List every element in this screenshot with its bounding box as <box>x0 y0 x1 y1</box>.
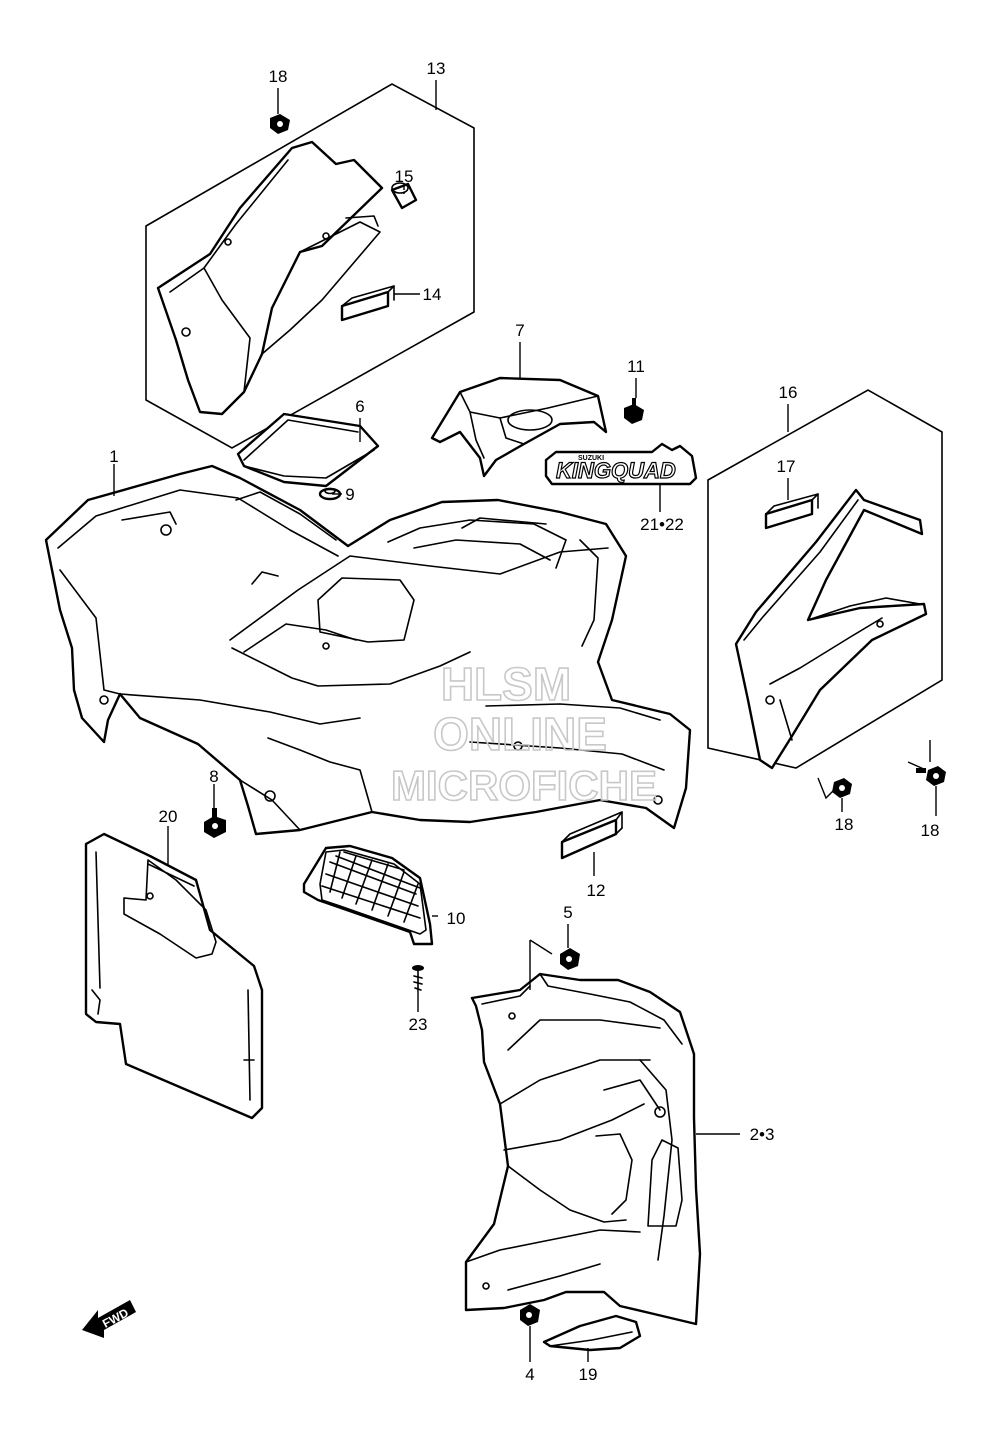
label-9: 9 <box>345 485 354 504</box>
part-19-flap <box>542 1314 642 1352</box>
label-20: 20 <box>159 807 178 826</box>
part-21-22-decal: KINGQUAD SUZUKI <box>544 442 698 486</box>
part-5-clip <box>560 948 580 970</box>
label-18-right-a: 18 <box>835 815 854 834</box>
part-23-screw <box>412 965 424 991</box>
label-7: 7 <box>515 321 524 340</box>
fwd-arrow-icon: FWD <box>82 1300 136 1338</box>
label-21-22: 21•22 <box>640 515 684 534</box>
part-17-foam-block <box>764 493 819 530</box>
part-10-mesh-grille <box>302 844 434 946</box>
part-18-top-bolt <box>270 114 290 134</box>
part-11-bolt <box>624 398 644 424</box>
part-7-headlight-cover <box>430 376 608 478</box>
part-1-front-fender <box>44 464 692 836</box>
part-2-3-mud-guard <box>464 972 702 1326</box>
part-18-right-bolt-b <box>916 766 946 786</box>
watermark-line-1: HLSM <box>441 658 571 710</box>
label-19: 19 <box>579 1365 598 1384</box>
label-4: 4 <box>525 1365 534 1384</box>
watermark-line-3: MICROFICHE <box>391 762 657 809</box>
label-1: 1 <box>109 447 118 466</box>
label-5: 5 <box>563 903 572 922</box>
label-12: 12 <box>587 881 606 900</box>
mesh-pattern <box>321 851 421 923</box>
part-9-grommet <box>318 487 342 501</box>
label-18-top: 18 <box>269 67 288 86</box>
label-17: 17 <box>777 457 796 476</box>
label-15: 15 <box>395 167 414 186</box>
label-13: 13 <box>427 59 446 78</box>
label-8: 8 <box>209 767 218 786</box>
label-2-3: 2•3 <box>750 1125 775 1144</box>
part-18-right-bolt-a <box>832 778 852 798</box>
decal-model-text: KINGQUAD <box>556 458 676 483</box>
decal-brand-text: SUZUKI <box>578 455 604 462</box>
part-6-storage-lid <box>236 412 380 488</box>
watermark-line-2: ONLINE <box>433 708 607 760</box>
label-23: 23 <box>409 1015 428 1034</box>
part-13-left-inner-panel <box>156 140 384 416</box>
watermark: HLSM ONLINE MICROFICHE <box>390 657 658 810</box>
group-16-frame <box>707 389 943 769</box>
part-4-clip <box>520 1304 540 1326</box>
part-15-bushing <box>390 182 418 210</box>
label-6: 6 <box>355 397 364 416</box>
part-16-right-inner-panel <box>734 488 928 770</box>
label-16: 16 <box>779 383 798 402</box>
part-labels: 18 13 15 14 7 11 6 1 9 21•22 16 17 8 18 … <box>109 59 939 1384</box>
label-14: 14 <box>423 285 442 304</box>
label-18-right-b: 18 <box>921 821 940 840</box>
part-8-bolt <box>204 808 226 838</box>
part-14-foam-block <box>340 285 395 322</box>
leader-lines <box>113 80 937 1362</box>
label-11: 11 <box>627 357 645 376</box>
part-20-guard-panel <box>84 832 264 1120</box>
part-12-foam-block <box>560 811 623 860</box>
group-13-frame <box>145 83 475 449</box>
label-10: 10 <box>447 909 466 928</box>
